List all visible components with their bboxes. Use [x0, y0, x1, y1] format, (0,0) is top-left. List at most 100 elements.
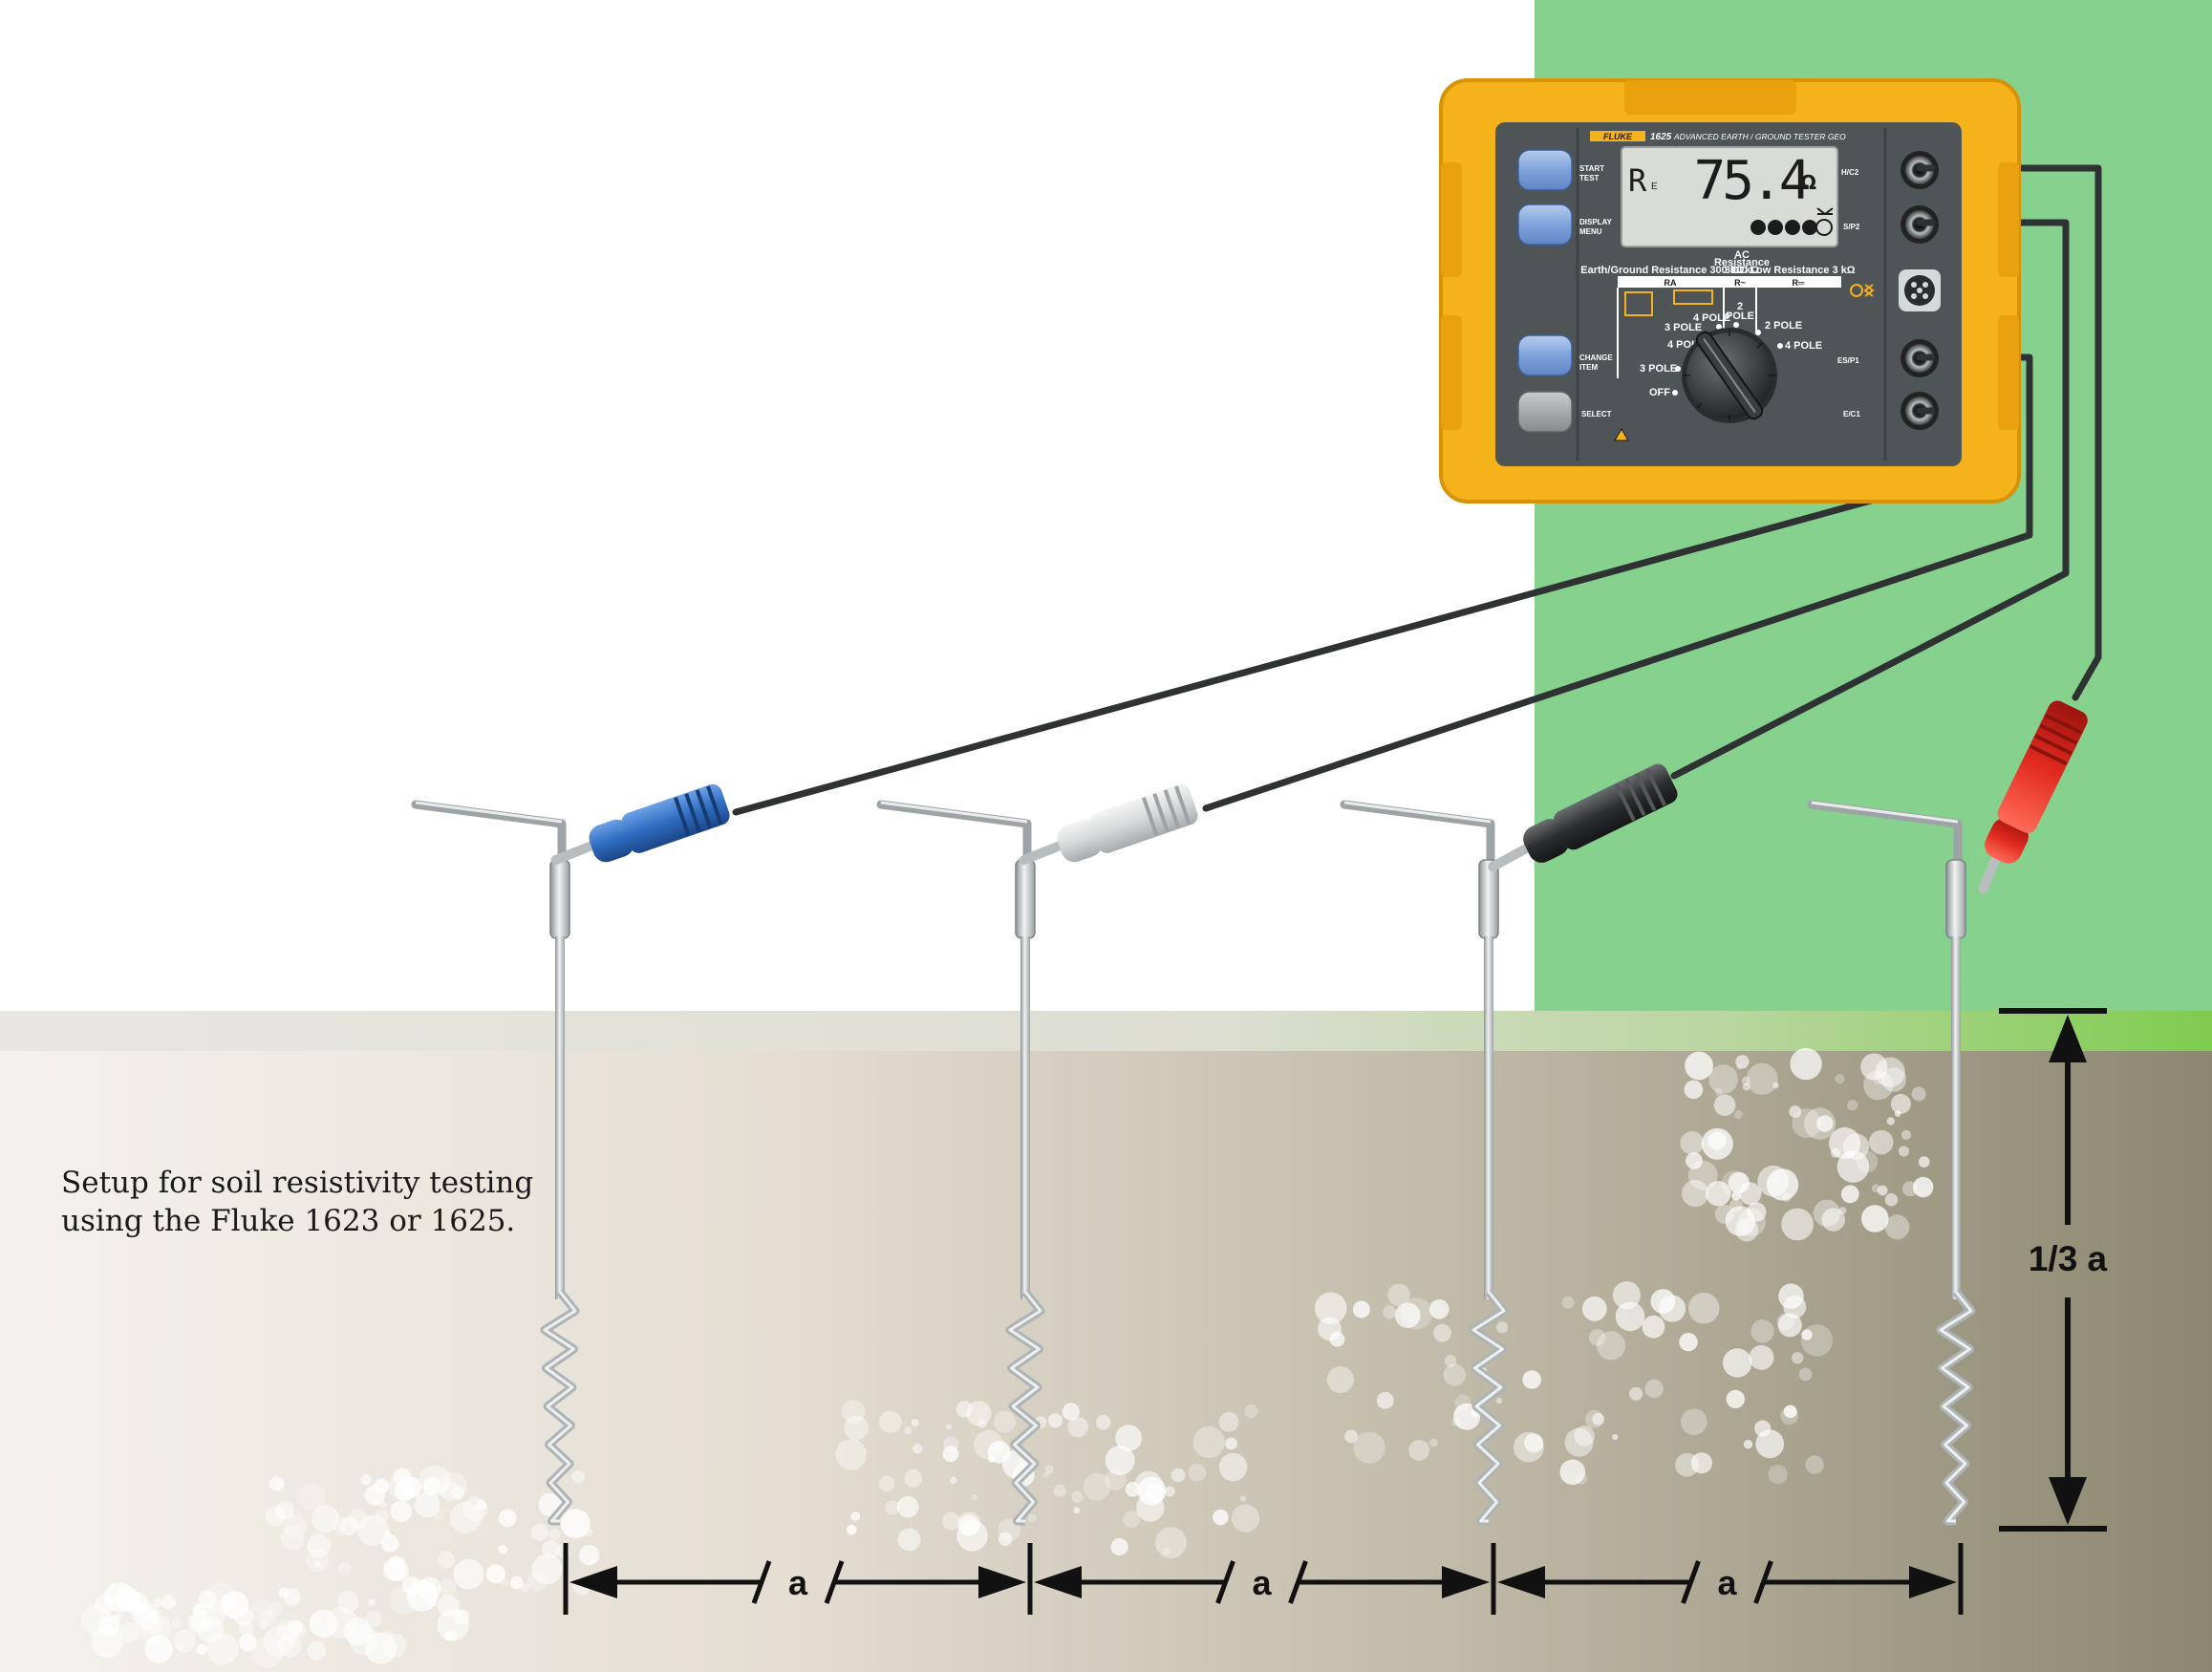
pebble	[1344, 1429, 1359, 1444]
soil-pebbles	[80, 1047, 1934, 1668]
pebble	[879, 1410, 902, 1433]
select-button[interactable]	[1517, 391, 1573, 433]
pebble	[259, 1620, 268, 1630]
start-test-button[interactable]	[1517, 149, 1573, 191]
pebble	[1443, 1363, 1467, 1386]
spacing-label-2: a	[1252, 1563, 1272, 1602]
pebble	[360, 1474, 372, 1486]
pebble	[1781, 1208, 1814, 1241]
pebble	[1451, 1417, 1462, 1426]
display-menu-button[interactable]	[1517, 204, 1573, 246]
pebble	[389, 1586, 419, 1616]
pebble	[1188, 1463, 1207, 1482]
pebble	[251, 1636, 284, 1668]
pebble	[1731, 1191, 1741, 1201]
pebble	[579, 1545, 600, 1566]
pebble	[306, 1548, 330, 1573]
pebble	[1736, 1063, 1743, 1070]
pebble	[1742, 1083, 1750, 1091]
change-item-label-1: CHANGE	[1579, 354, 1613, 362]
pebble	[204, 1582, 238, 1615]
pebble	[971, 1494, 978, 1501]
pebble	[1115, 1425, 1142, 1452]
pebble	[1125, 1482, 1141, 1497]
depth-label: 1/3 a	[2029, 1239, 2108, 1278]
pebble	[531, 1554, 563, 1585]
model-number: 1625	[1650, 132, 1672, 142]
pebble	[1163, 1548, 1170, 1555]
pebble	[307, 1533, 332, 1558]
pebble	[1329, 1331, 1345, 1347]
pebble	[283, 1588, 301, 1606]
pebble	[419, 1465, 451, 1496]
pebble	[332, 1516, 349, 1533]
pebble	[1681, 1408, 1707, 1436]
pebble	[437, 1595, 460, 1618]
pebble	[1073, 1507, 1081, 1514]
ground-rod-1	[411, 800, 580, 1526]
pebble	[1561, 1296, 1575, 1309]
pebble	[1684, 1080, 1704, 1100]
pebble	[1800, 1324, 1834, 1357]
pebble	[542, 1540, 560, 1558]
pebble	[904, 1426, 913, 1435]
pebble	[224, 1600, 232, 1609]
terminal-label-e: E/C1	[1843, 410, 1860, 418]
dial-pos-2-mid: 2	[1737, 301, 1743, 312]
spacing-label-3: a	[1717, 1563, 1737, 1602]
pebble	[284, 1514, 308, 1538]
clip-blue	[550, 783, 730, 866]
pebble	[383, 1531, 392, 1538]
pebble	[336, 1591, 359, 1614]
pebble	[1757, 1165, 1789, 1197]
spacing-segment-2: a	[1034, 1560, 1490, 1604]
pebble	[311, 1505, 340, 1533]
pebble	[1706, 1181, 1731, 1207]
pebble	[1675, 1452, 1700, 1477]
pebble	[147, 1609, 159, 1619]
pebble	[1581, 1296, 1607, 1321]
pebble	[548, 1528, 561, 1541]
pebble	[1804, 1107, 1836, 1140]
pebble	[1429, 1438, 1438, 1447]
ground-rod-4	[1807, 800, 1976, 1526]
pebble	[1524, 1433, 1544, 1453]
pebble	[277, 1634, 302, 1659]
pebble	[1835, 1073, 1845, 1084]
pebble	[1690, 1452, 1712, 1474]
pebble	[1067, 1416, 1088, 1438]
pebble	[307, 1640, 326, 1661]
clamp-3pole-icon	[1624, 291, 1653, 316]
pebble	[1629, 1386, 1643, 1401]
pebble	[1750, 1319, 1774, 1343]
pebble	[913, 1444, 923, 1454]
pebble	[950, 1476, 957, 1485]
pebble	[1860, 1053, 1888, 1081]
pebble	[1741, 1076, 1750, 1085]
terminal-label-h: H/C2	[1841, 168, 1859, 177]
pebble	[1679, 1333, 1698, 1352]
pebble	[1735, 1218, 1759, 1242]
change-item-button[interactable]	[1517, 334, 1573, 376]
pebble	[531, 1523, 549, 1541]
spacing-segment-3: a	[1497, 1560, 1957, 1604]
pebble	[1792, 1352, 1804, 1364]
pebble	[1733, 1109, 1744, 1120]
pebble	[1749, 1344, 1774, 1370]
pebble	[1110, 1538, 1128, 1556]
pebble	[1559, 1459, 1586, 1486]
lcd-prefix-sub: E	[1651, 182, 1658, 192]
pebble	[1847, 1099, 1858, 1111]
pebble	[1644, 1379, 1664, 1399]
pebble	[1428, 1298, 1450, 1319]
pebble	[999, 1532, 1013, 1547]
dial-earth-header: Earth/Ground Resistance 300 kΩ	[1580, 265, 1745, 276]
pebble	[423, 1477, 441, 1495]
rotary-dial[interactable]	[1682, 328, 1777, 423]
pebble	[1821, 1208, 1846, 1232]
pebble	[850, 1511, 861, 1521]
pebble	[904, 1468, 923, 1488]
pebble	[1042, 1471, 1049, 1478]
pebble	[381, 1534, 399, 1553]
pebble	[171, 1618, 182, 1629]
